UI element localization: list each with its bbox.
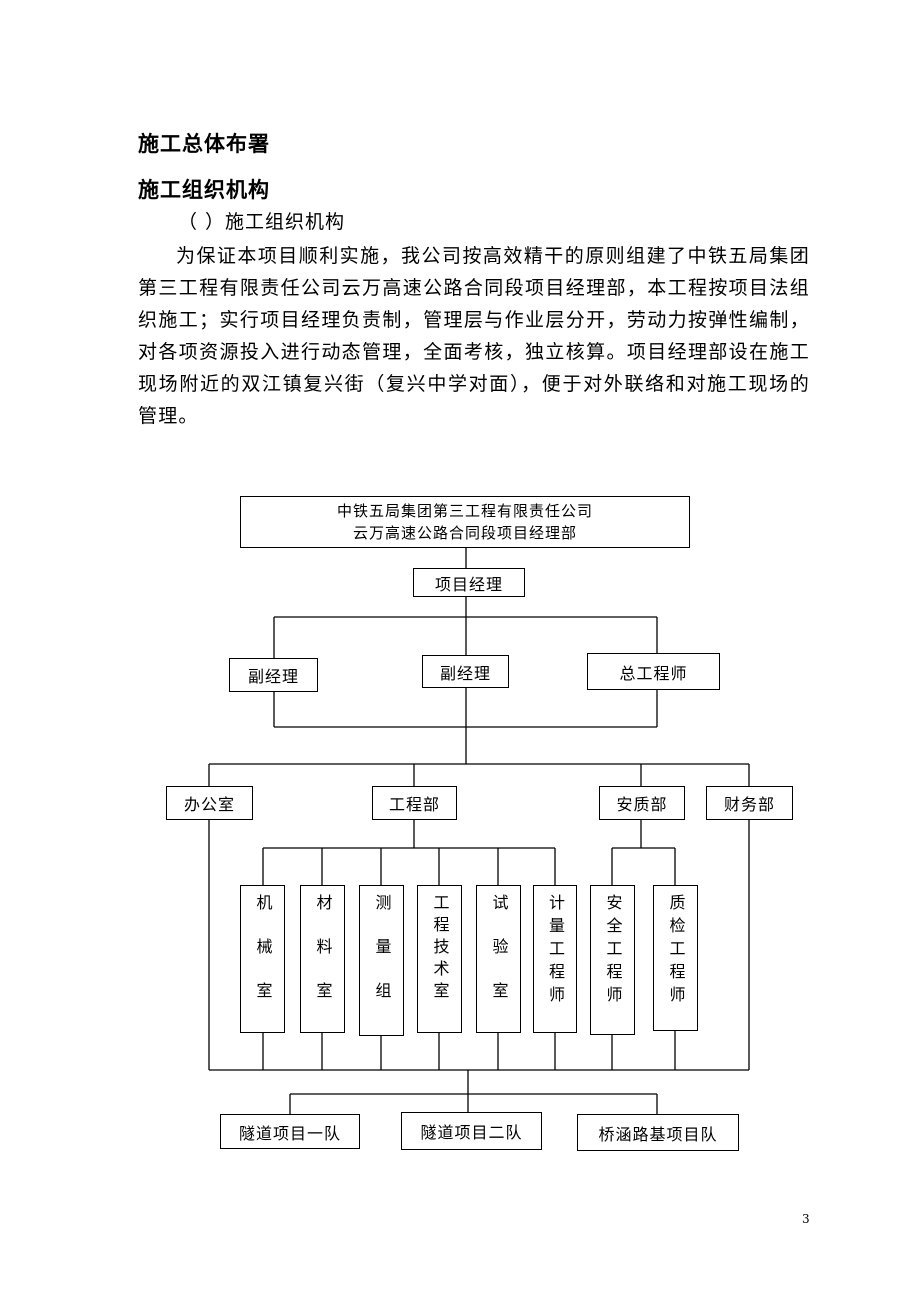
survey-group-label: 测量组: [372, 894, 392, 1026]
subsection-heading: 施工组织机构: [138, 177, 270, 202]
measurement-engineer-label: 计量工程师: [546, 894, 565, 1009]
measurement-engineer-box: 计量工程师: [533, 885, 577, 1033]
body-paragraph: 为保证本项目顺利实施，我公司按高效精干的原则组建了中铁五局集团第三工程有限责任公…: [138, 245, 810, 427]
machinery-room-label: 机械室: [253, 894, 273, 1026]
tunnel-team-2-box: 隧道项目二队: [401, 1112, 542, 1150]
project-manager-box: 项目经理: [413, 568, 525, 597]
machinery-room-box: 机械室: [240, 885, 285, 1033]
safety-quality-dept-box: 安质部: [599, 786, 685, 820]
deputy-manager-1-box: 副经理: [229, 658, 318, 692]
tech-room-box: 工程技术室: [417, 885, 462, 1033]
page-number: 3: [802, 1212, 810, 1226]
office-label: 办公室: [183, 795, 235, 814]
deputy-manager-2-label: 副经理: [439, 663, 491, 683]
test-room-label: 试验室: [489, 894, 509, 1026]
quality-engineer-label: 质检工程师: [666, 894, 686, 1009]
materials-room-box: 材料室: [300, 885, 345, 1033]
finance-dept-label: 财务部: [723, 795, 775, 814]
project-department-box: 中铁五局集团第三工程有限责任公司 云万高速公路合同段项目经理部: [240, 496, 690, 548]
office-box: 办公室: [166, 786, 253, 820]
safety-engineer-box: 安全工程师: [590, 885, 635, 1035]
department-name: 云万高速公路合同段项目经理部: [352, 524, 577, 542]
company-name: 中铁五局集团第三工程有限责任公司: [336, 502, 593, 520]
chief-engineer-label: 总工程师: [619, 663, 688, 683]
tech-room-label: 工程技术室: [430, 894, 450, 1004]
finance-dept-box: 财务部: [706, 786, 793, 820]
deputy-manager-1-label: 副经理: [247, 667, 299, 686]
chief-engineer-box: 总工程师: [587, 653, 720, 690]
org-subheading: （ ）施工组织机构: [178, 211, 346, 233]
deputy-manager-2-box: 副经理: [422, 655, 509, 688]
bridge-roadbed-team-label: 桥涵路基项目队: [598, 1124, 718, 1144]
tunnel-team-1-box: 隧道项目一队: [220, 1114, 360, 1149]
tunnel-team-1-label: 隧道项目一队: [238, 1123, 341, 1143]
engineering-dept-box: 工程部: [372, 786, 457, 820]
safety-engineer-label: 安全工程师: [603, 894, 623, 1009]
quality-engineer-box: 质检工程师: [653, 885, 698, 1031]
engineering-dept-label: 工程部: [388, 795, 440, 814]
project-manager-label: 项目经理: [434, 574, 503, 594]
section-heading: 施工总体布署: [138, 131, 270, 156]
tunnel-team-2-label: 隧道项目二队: [420, 1123, 523, 1142]
test-room-box: 试验室: [476, 885, 521, 1033]
bridge-roadbed-team-box: 桥涵路基项目队: [577, 1114, 739, 1151]
materials-room-label: 材料室: [313, 894, 333, 1026]
safety-quality-dept-label: 安质部: [616, 795, 668, 814]
survey-group-box: 测量组: [359, 885, 404, 1036]
